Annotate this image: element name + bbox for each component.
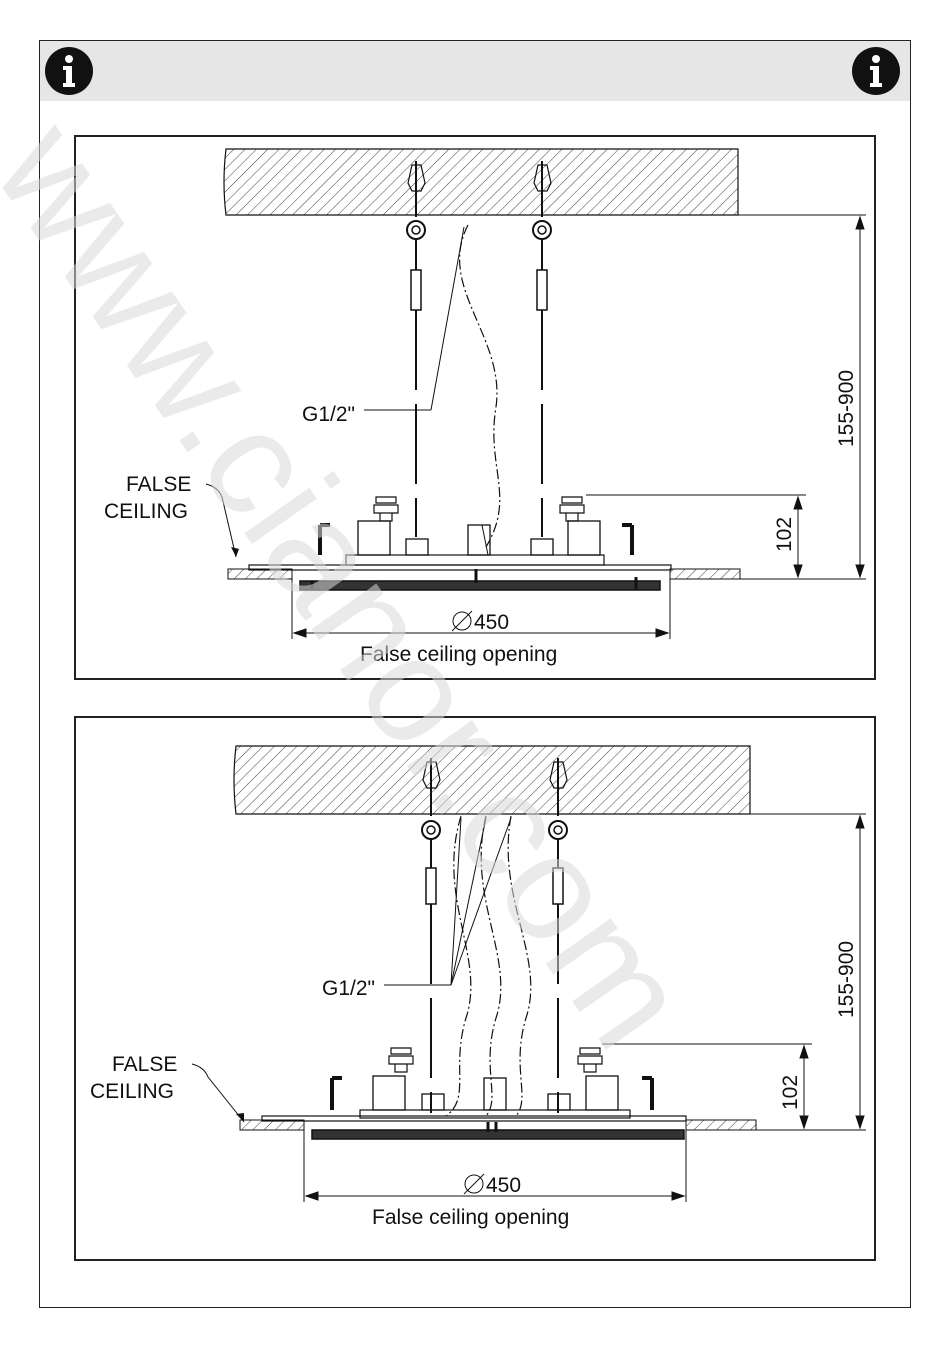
pipe-leader (364, 227, 464, 410)
shower-head-unit (262, 1048, 686, 1139)
header-band (40, 41, 910, 101)
suspension-cable-right (533, 161, 551, 537)
flexible-hose (460, 225, 500, 547)
range-dimension-label: 155-900 (835, 941, 858, 1018)
false-ceiling-label: CEILING (104, 500, 188, 523)
diameter-label: 450 (474, 611, 509, 634)
shower-head-unit (249, 497, 671, 590)
ceiling-slab (234, 746, 750, 814)
pipe-size-label: G1/2" (322, 977, 375, 1000)
false-ceiling-leader (206, 484, 236, 557)
opening-caption: False ceiling opening (372, 1206, 569, 1229)
diagram-panel-two-outlets: G1/2" FALSE CEILING 155-900 (74, 135, 876, 680)
ceiling-slab (224, 149, 738, 215)
false-ceiling-label: FALSE (112, 1053, 177, 1076)
false-ceiling-leader (192, 1064, 244, 1122)
false-ceiling-label: CEILING (90, 1080, 174, 1103)
depth-dimension-label: 102 (779, 1075, 802, 1110)
false-ceiling-label: FALSE (126, 473, 191, 496)
diagram-panel-four-outlets: G1/2" FALSE CEILING 155-900 102 (74, 716, 876, 1261)
range-dimension-label: 155-900 (835, 370, 858, 447)
info-icon (44, 46, 94, 96)
info-icon (851, 46, 901, 96)
suspension-cable-left (407, 161, 425, 537)
diameter-label: 450 (486, 1174, 521, 1197)
pipe-leader (384, 818, 511, 985)
opening-caption: False ceiling opening (360, 643, 557, 666)
pipe-size-label: G1/2" (302, 403, 355, 426)
depth-dimension-label: 102 (773, 517, 796, 552)
